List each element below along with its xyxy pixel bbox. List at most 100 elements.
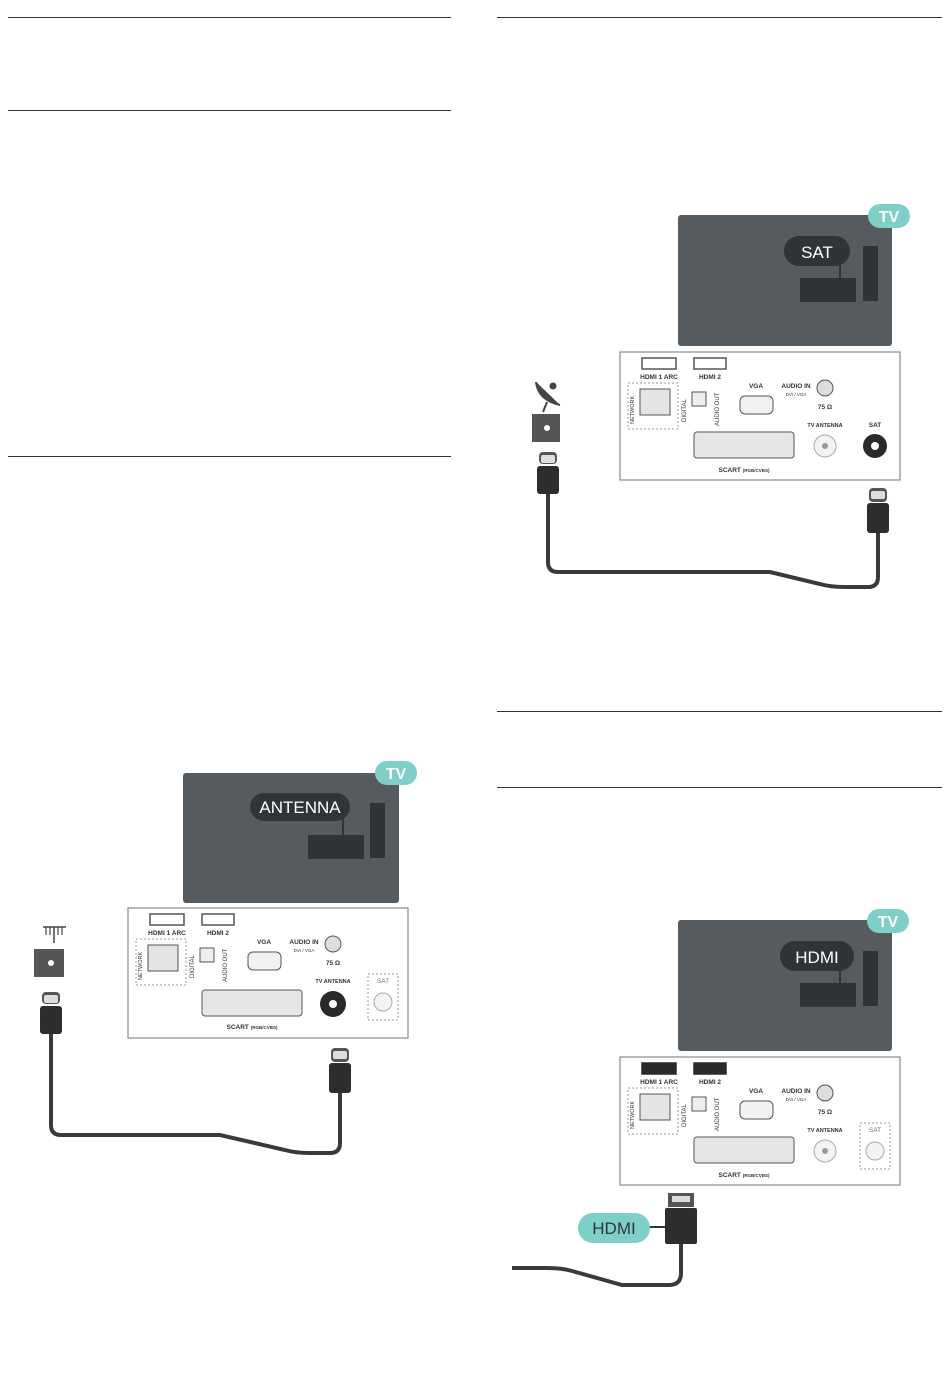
network-port [639, 1093, 671, 1121]
tv-badge [375, 761, 417, 785]
tv-badge-text: TV [879, 209, 900, 226]
tv-antenna-label: TV ANTENNA [807, 423, 842, 429]
network-port-group [135, 938, 187, 986]
sat-port-group [367, 973, 399, 1021]
hdmi-1-arc-label: HDMI 1 ARC [640, 374, 678, 381]
hdmi-cable-label-pill [578, 1213, 650, 1243]
hdmi-cable-label-text: HDMI [592, 1219, 635, 1238]
tv-port-block [800, 278, 856, 302]
hdmi-2-label: HDMI 2 [207, 930, 229, 937]
network-port-group [627, 382, 679, 430]
ohm-label: 75 Ω [326, 960, 340, 967]
digital-audio-port [691, 1096, 707, 1112]
scart-label: SCART (RGB/CVBS) [227, 1024, 278, 1031]
tv-label-text: HDMI [795, 948, 838, 967]
ohm-label: 75 Ω [818, 1109, 832, 1116]
antenna-connection-diagram: ANTENNA TV HDMI 1 ARC HDMI 2 NETWORK DIG… [34, 761, 417, 1155]
sat-port-center [871, 442, 879, 450]
hdmi-2-label: HDMI 2 [699, 374, 721, 381]
scart-port [693, 431, 795, 459]
network-label: NETWORK [630, 396, 636, 424]
scart-label: SCART (RGB/CVBS) [719, 467, 770, 474]
tv-side-port [370, 803, 385, 858]
antenna-icon [43, 926, 66, 943]
digital-label: DIGITAL [190, 954, 196, 978]
section-rule-left-1 [8, 17, 451, 18]
vga-label: VGA [749, 383, 763, 390]
hdmi-2-port [201, 913, 235, 926]
audio-out-label: AUDIO OUT [223, 948, 229, 982]
tv-antenna-label: TV ANTENNA [315, 979, 350, 985]
tv-body [678, 215, 892, 346]
network-port-group [627, 1087, 679, 1135]
tv-label-text: ANTENNA [259, 798, 341, 817]
sat-port [865, 1141, 885, 1161]
sat-port [373, 992, 393, 1012]
tv-side-port [863, 951, 878, 1006]
network-port [147, 944, 179, 972]
ohm-label: 75 Ω [818, 404, 832, 411]
hdmi-1-arc-port [641, 1062, 677, 1075]
tv-antenna-port-center [822, 443, 828, 449]
connector-panel: HDMI 1 ARC HDMI 2 NETWORK DIGITAL AUDIO … [619, 1056, 901, 1186]
tv-badge-text: TV [386, 766, 407, 783]
tv-body [678, 920, 892, 1051]
hdmi-1-arc-port [641, 357, 677, 370]
network-port [639, 388, 671, 416]
tv-label-text: SAT [801, 243, 833, 262]
section-rule-right-2 [497, 711, 942, 712]
coax-cable [546, 494, 880, 589]
tv-antenna-label: TV ANTENNA [807, 1128, 842, 1134]
hdmi-connection-diagram: HDMI TV HDMI 1 ARC HDMI 2 NETWORK DIGITA… [512, 909, 909, 1287]
scart-port [201, 989, 303, 1017]
satellite-connection-diagram: SAT TV HDMI 1 ARC HDMI 2 NETWORK DIGITAL… [532, 204, 910, 589]
vga-label: VGA [257, 939, 271, 946]
sat-label: SAT [377, 978, 389, 985]
audio-out-label: AUDIO OUT [715, 392, 721, 426]
audio-in-sub-label: DVI / VGA [294, 948, 315, 953]
connector-panel: HDMI 1 ARC HDMI 2 NETWORK DIGITAL AUDIO … [619, 351, 901, 481]
hdmi-1-arc-port [149, 913, 185, 926]
section-rule-left-3 [8, 456, 451, 457]
coax-cable [49, 1034, 342, 1155]
sat-label: SAT [869, 422, 882, 429]
tv-port-block [308, 835, 364, 859]
tv-port-block [800, 983, 856, 1007]
tv-label-pill [780, 941, 854, 971]
vga-label: VGA [749, 1088, 763, 1095]
connector-panel: HDMI 1 ARC HDMI 2 NETWORK DIGITAL AUDIO … [127, 907, 409, 1039]
audio-in-jack [324, 935, 342, 953]
network-label: NETWORK [630, 1101, 636, 1129]
cable-plug-source [40, 992, 62, 1034]
digital-audio-port [199, 947, 215, 963]
audio-in-jack [816, 379, 834, 397]
audio-in-jack [816, 1084, 834, 1102]
tv-badge [867, 909, 909, 933]
hdmi-1-arc-label: HDMI 1 ARC [640, 1079, 678, 1086]
wall-socket-hole [544, 425, 550, 431]
audio-in-sub-label: DVI / VGA [786, 1097, 807, 1102]
tv-antenna-port-center [329, 1000, 337, 1008]
tv-badge [868, 204, 910, 228]
vga-port [739, 395, 774, 415]
sat-label: SAT [869, 1127, 881, 1134]
section-rule-right-3 [497, 787, 942, 788]
audio-in-sub-label: DVI / VGA [786, 392, 807, 397]
tv-side-port [863, 246, 878, 301]
hdmi-cable [512, 1244, 683, 1287]
audio-in-label: AUDIO IN [781, 383, 811, 390]
cable-plug-tv [329, 1048, 351, 1093]
audio-in-label: AUDIO IN [289, 939, 319, 946]
hdmi-1-arc-label: HDMI 1 ARC [148, 930, 186, 937]
cable-plug-source [537, 452, 559, 494]
digital-label: DIGITAL [682, 398, 688, 422]
tv-label-pill [784, 236, 850, 266]
digital-label: DIGITAL [682, 1103, 688, 1127]
satellite-dish-icon [535, 381, 561, 413]
scart-port [693, 1136, 795, 1164]
hdmi-2-port [693, 357, 727, 370]
vga-port [247, 951, 282, 971]
digital-audio-port [691, 391, 707, 407]
section-rule-right-1 [497, 17, 942, 18]
tv-label-pill [250, 793, 350, 821]
